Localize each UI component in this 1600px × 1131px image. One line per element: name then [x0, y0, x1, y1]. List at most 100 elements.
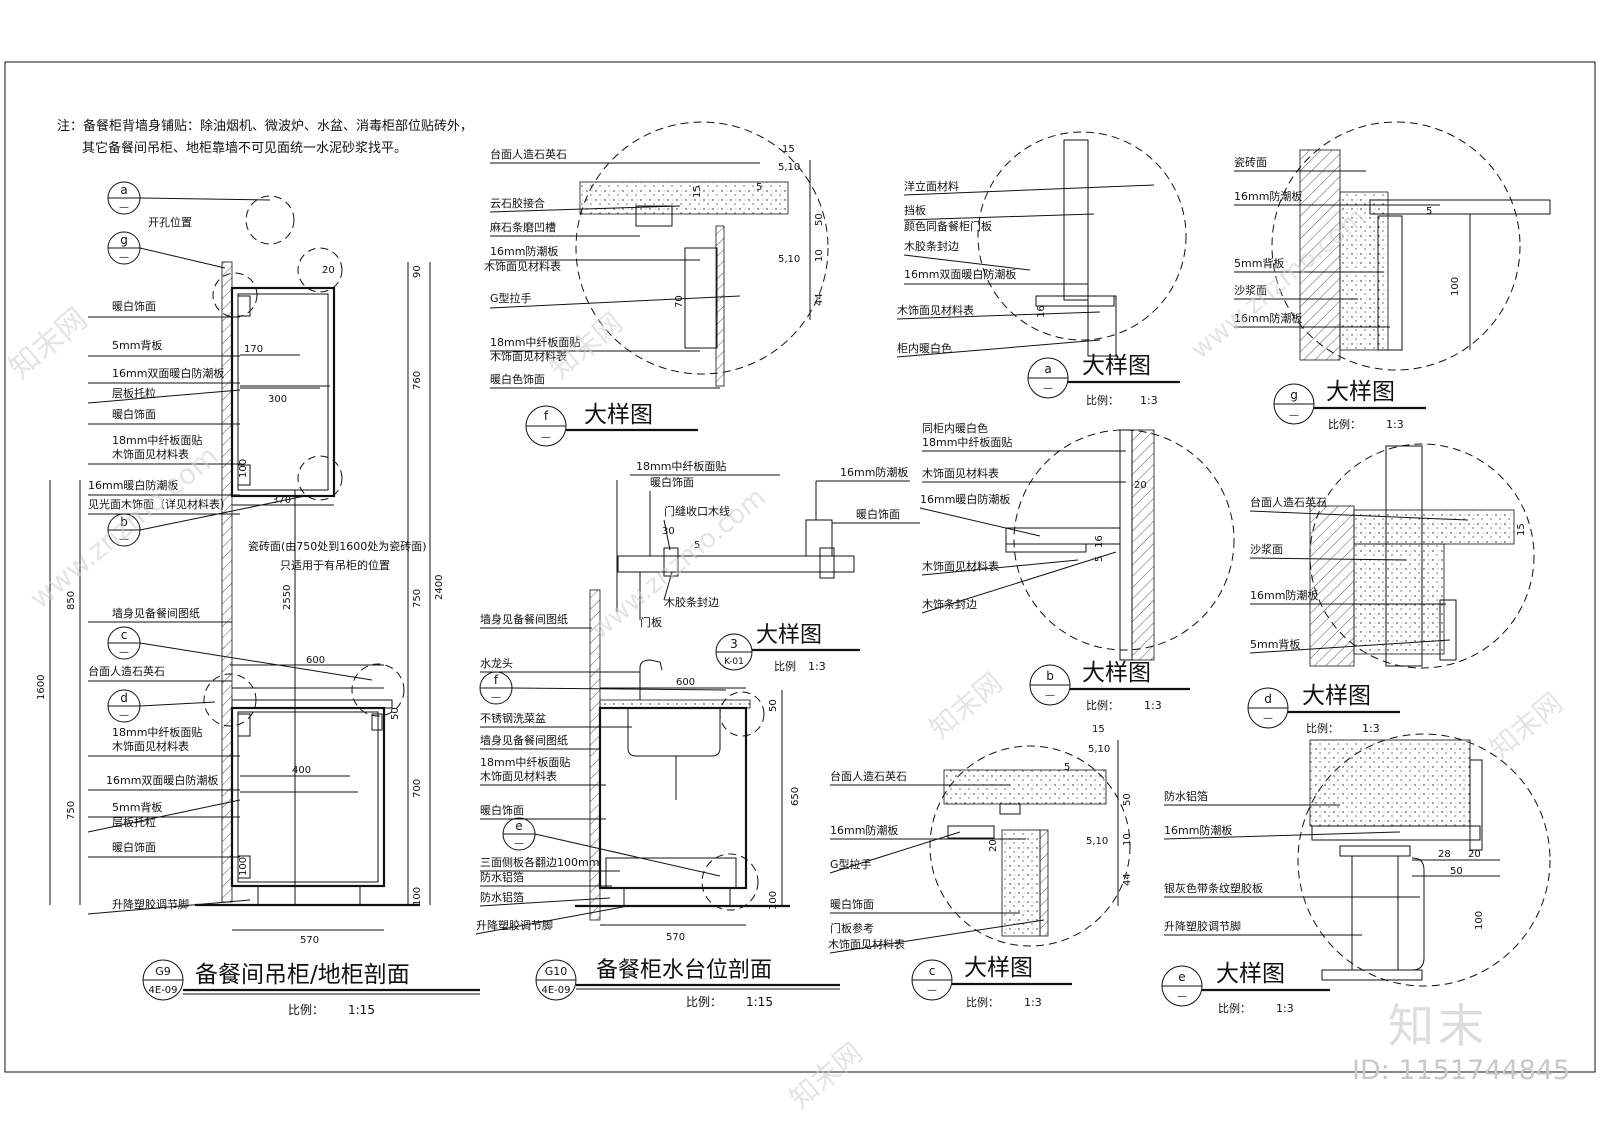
- note-line-2: 其它备餐间吊柜、地柜靠墙不可见面统一水泥砂浆找平。: [82, 140, 407, 156]
- g9-label: 5mm背板: [112, 800, 162, 814]
- g9-dim: 100: [412, 887, 423, 906]
- g10-label: 防水铝箔: [480, 890, 524, 904]
- g9-wall: [221, 261, 233, 903]
- detail-f-dim: 15: [782, 144, 795, 155]
- g9-dim: 2400: [434, 575, 445, 600]
- detail-3-label: 暖白饰面: [650, 475, 694, 489]
- g9-bubble-g: g—: [107, 231, 141, 265]
- g9-dim: 170: [244, 344, 263, 355]
- g9-dim: 300: [268, 394, 287, 405]
- g9-label: 开孔位置: [148, 215, 192, 229]
- detail-e-scale: 1:3: [1276, 1002, 1294, 1015]
- detail-3-label: 木胶条封边: [664, 595, 719, 609]
- detail-c-dim: 5: [1064, 762, 1070, 773]
- detail-3-dim: 30: [662, 526, 675, 537]
- detail-b-dim: 20: [1134, 480, 1147, 491]
- g9-dim: 750: [66, 801, 77, 820]
- detail-3-id: 3: [730, 637, 738, 651]
- g9-dim: 400: [292, 765, 311, 776]
- detail-b: 同柜内暖白色 18mm中纤板面贴 木饰面见材料表 16mm暖白防潮板 木饰面见材…: [919, 421, 1235, 712]
- detail-a-label: 颜色同备餐柜门板: [904, 219, 992, 233]
- g9-label: 暖白饰面: [112, 407, 156, 421]
- detail-e-heading: 大样图: [1216, 961, 1285, 987]
- detail-a-scale-label: 比例：: [1086, 393, 1119, 407]
- g10-label: 18mm中纤板面贴: [480, 755, 570, 769]
- detail-b-label: 木饰面见材料表: [922, 466, 999, 480]
- section-g10: f— e— 墙身见备餐间图纸 水龙头 不锈钢洗菜盆 墙身见备餐间图纸 18mm中…: [475, 589, 801, 943]
- g10-dim: 50: [768, 699, 779, 712]
- detail-3-dim: 5: [694, 540, 700, 551]
- svg-text:f: f: [494, 673, 499, 687]
- g9-label: 木饰面见材料表: [112, 739, 189, 753]
- g9-scale: 1:15: [348, 1003, 375, 1017]
- g10-dimensions: 600 50 650 100 570: [666, 677, 801, 943]
- detail-c-label: 暖白饰面: [830, 897, 874, 911]
- g10-sheet: 4E-09: [541, 985, 570, 996]
- detail-c-dim: 44: [1122, 873, 1133, 886]
- g9-dim: 90: [412, 265, 423, 278]
- detail-d-label: 沙浆面: [1250, 542, 1283, 556]
- g10-scale-label: 比例：: [686, 995, 722, 1009]
- detail-b-sheet: —: [1045, 690, 1055, 701]
- detail-g-scale: 1:3: [1386, 418, 1404, 431]
- svg-text:—: —: [119, 710, 129, 721]
- detail-b-label: 同柜内暖白色: [922, 421, 988, 435]
- svg-text:b: b: [120, 515, 128, 529]
- detail-c-dim: 5,10: [1086, 836, 1108, 847]
- g9-label: 升降塑胶调节脚: [112, 897, 189, 911]
- detail-g-title: g — 大样图 比例： 1:3: [1273, 379, 1426, 431]
- detail-d-id: d: [1264, 692, 1272, 706]
- g10-bubble-f: f—: [479, 671, 513, 705]
- g10-title: 备餐柜水台位剖面: [596, 958, 772, 983]
- svg-text:知末网: 知末网: [923, 666, 1009, 745]
- g9-dimensions: 20 90 760 170 300 100 370 2550 2400 850 …: [36, 265, 445, 946]
- detail-e-sheet: —: [1177, 991, 1187, 1002]
- detail-f-id: f: [544, 409, 549, 423]
- detail-a: 洋立面材料 挡板 颜色同备餐柜门板 木胶条封边 16mm双面暖白防潮板 木饰面见…: [896, 131, 1187, 407]
- detail-f-dim: 50: [814, 213, 825, 226]
- section-g9: a— g— b— c— d— 开孔位置 暖白饰面 5mm背板 16mm双面暖白防…: [36, 181, 445, 946]
- g9-lower-cabinet: [230, 706, 386, 888]
- g9-label: 见光面木饰面（详见材料表）: [88, 497, 231, 511]
- detail-a-sheet: —: [1043, 383, 1053, 394]
- svg-text:知末网: 知末网: [783, 1036, 869, 1115]
- detail-e-title: e — 大样图 比例： 1:3: [1161, 961, 1330, 1015]
- g9-bubble-c: c—: [107, 626, 141, 660]
- detail-b-dim: 16: [1094, 535, 1105, 548]
- g9-dim: 100: [238, 459, 249, 478]
- g9-label: 墙身见备餐间图纸: [112, 606, 200, 620]
- detail-c-dim: 50: [1122, 793, 1133, 806]
- detail-g-dim: 5: [1426, 206, 1432, 217]
- g9-label: 16mm暖白防潮板: [88, 478, 178, 492]
- g10-scale: 1:15: [746, 995, 773, 1009]
- g9-id: G9: [155, 965, 171, 978]
- detail-g-label: 16mm防潮板: [1234, 311, 1302, 325]
- detail-g: 瓷砖面 16mm防潮板 5mm背板 沙浆面 16mm防潮板 5 100 g — …: [1234, 121, 1551, 431]
- g10-label: 不锈钢洗菜盆: [480, 711, 546, 725]
- detail-b-dim: 5: [1094, 556, 1105, 562]
- detail-g-label: 沙浆面: [1234, 283, 1267, 297]
- detail-3: 18mm中纤板面贴 暖白饰面 门缝收口木线 木胶条封边 门板 16mm防潮板 暖…: [616, 459, 920, 673]
- detail-f-label: 18mm中纤板面贴: [490, 335, 580, 349]
- detail-3-label: 18mm中纤板面贴: [636, 459, 726, 473]
- brand-watermark: 知末: [1388, 999, 1488, 1053]
- detail-b-scale-label: 比例：: [1086, 698, 1119, 712]
- g9-label: 5mm背板: [112, 338, 162, 352]
- detail-a-label: 木饰面见材料表: [897, 303, 974, 317]
- g10-id: G10: [545, 965, 568, 978]
- svg-text:—: —: [119, 202, 129, 213]
- detail-f-dim: 5,10: [778, 254, 800, 265]
- detail-b-label: 18mm中纤板面贴: [922, 435, 1012, 449]
- detail-3-sheet: K-01: [724, 657, 744, 667]
- detail-b-label: 16mm暖白防潮板: [920, 492, 1010, 506]
- detail-f-label: 云石胶接合: [490, 196, 545, 210]
- detail-f-dim: 44: [814, 293, 825, 306]
- g10-dim: 600: [676, 677, 695, 688]
- svg-text:www.znzmo.com: www.znzmo.com: [23, 439, 224, 615]
- detail-c-dim: 20: [988, 839, 999, 852]
- detail-c-id: c: [929, 964, 936, 978]
- detail-e-dim: 50: [1450, 866, 1463, 877]
- detail-a-label: 洋立面材料: [904, 179, 959, 193]
- detail-c-scale: 1:3: [1024, 996, 1042, 1009]
- detail-3-title: 3 K-01 大样图 比例 1:3: [715, 623, 860, 673]
